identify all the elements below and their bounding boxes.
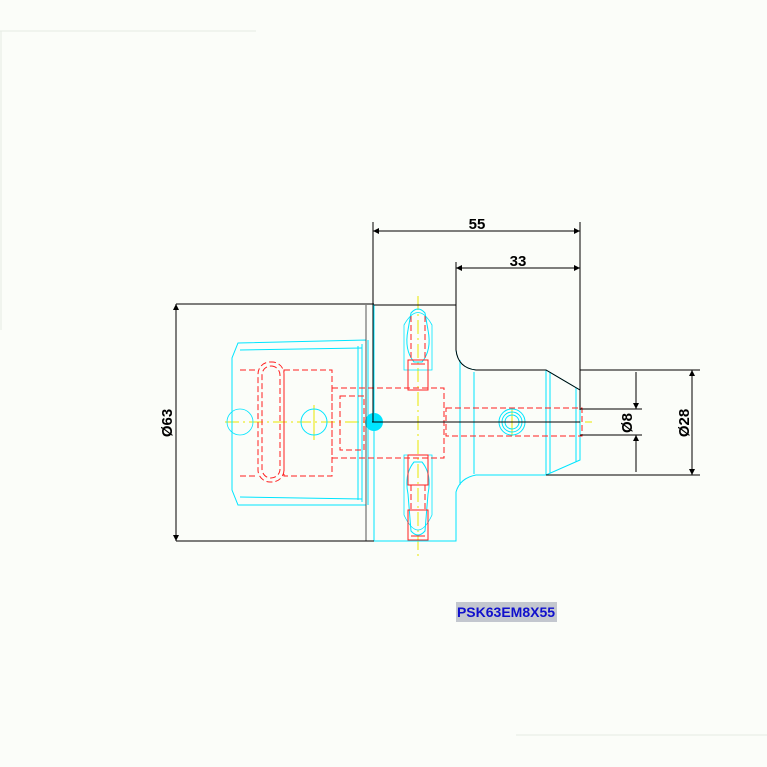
part-label[interactable]: PSK63EM8X55 — [457, 604, 555, 620]
dim-shank-diameter: Ø28 — [676, 409, 693, 437]
part-label-highlight — [456, 602, 557, 622]
viewport-frame — [0, 30, 767, 736]
part-outline — [226, 304, 581, 542]
dim-shank-length: 33 — [510, 253, 527, 270]
dim-bore-diameter: Ø8 — [619, 413, 636, 433]
dimension-geometry — [173, 222, 700, 542]
dim-body-diameter: Ø63 — [159, 409, 176, 437]
hidden-lines — [240, 316, 583, 541]
dim-overall-length: 55 — [469, 216, 486, 233]
